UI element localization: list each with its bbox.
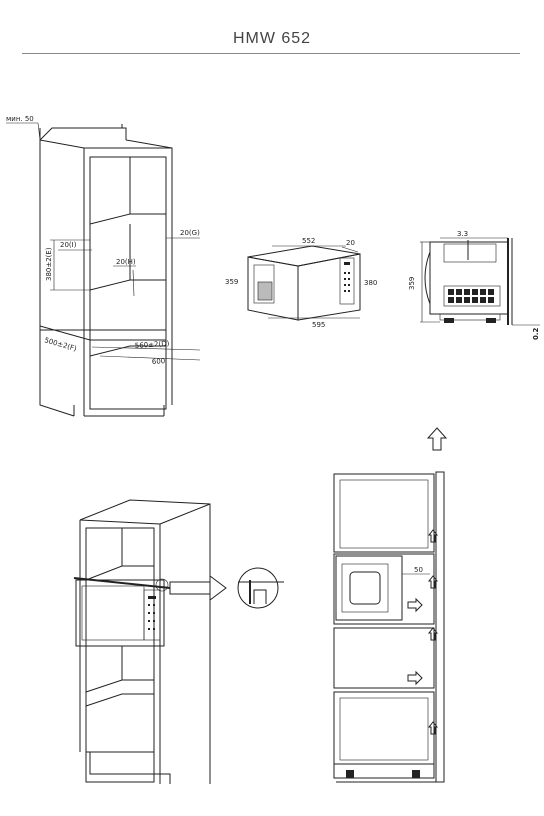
cabinet-installed-drawing	[73, 499, 211, 784]
ventilation-gap-50: 50	[414, 566, 423, 574]
microwave-iso-drawing: 552 20 359 380 595	[225, 237, 377, 329]
microwave-side-drawing: 3.3 359 0.2	[408, 230, 540, 340]
dim-595: 595	[312, 321, 325, 329]
dim-0-2: 0.2	[532, 327, 540, 340]
detail-zoom-circle	[237, 567, 284, 609]
dim-359-side: 359	[408, 277, 416, 290]
min-gap-label: мин. 50	[6, 115, 34, 123]
dim-380-e: 380±2(E)	[45, 247, 53, 281]
ventilation-section-drawing: 50	[333, 471, 445, 783]
dim-20-top: 20	[346, 239, 355, 247]
airflow-up-arrow	[426, 427, 448, 451]
cabinet-dimension-drawing: мин. 50 380±2(E) 20(I) 20(G)	[6, 115, 200, 417]
page-title: HMW 652	[232, 30, 312, 47]
dim-20-g: 20(G)	[180, 229, 200, 237]
dim-3-3: 3.3	[457, 230, 468, 238]
dim-552: 552	[302, 237, 315, 245]
dim-359-front: 359	[225, 278, 238, 286]
detail-right-arrow	[169, 575, 227, 601]
title-divider	[22, 53, 520, 54]
dim-560-d: 560±2(D)	[135, 340, 170, 350]
dim-600: 600	[152, 357, 166, 366]
dim-20-h: 20(H)	[116, 258, 136, 266]
dim-380: 380	[364, 279, 377, 287]
dim-500-f: 500±2(F)	[43, 336, 77, 353]
dim-20-i: 20(I)	[60, 241, 77, 249]
